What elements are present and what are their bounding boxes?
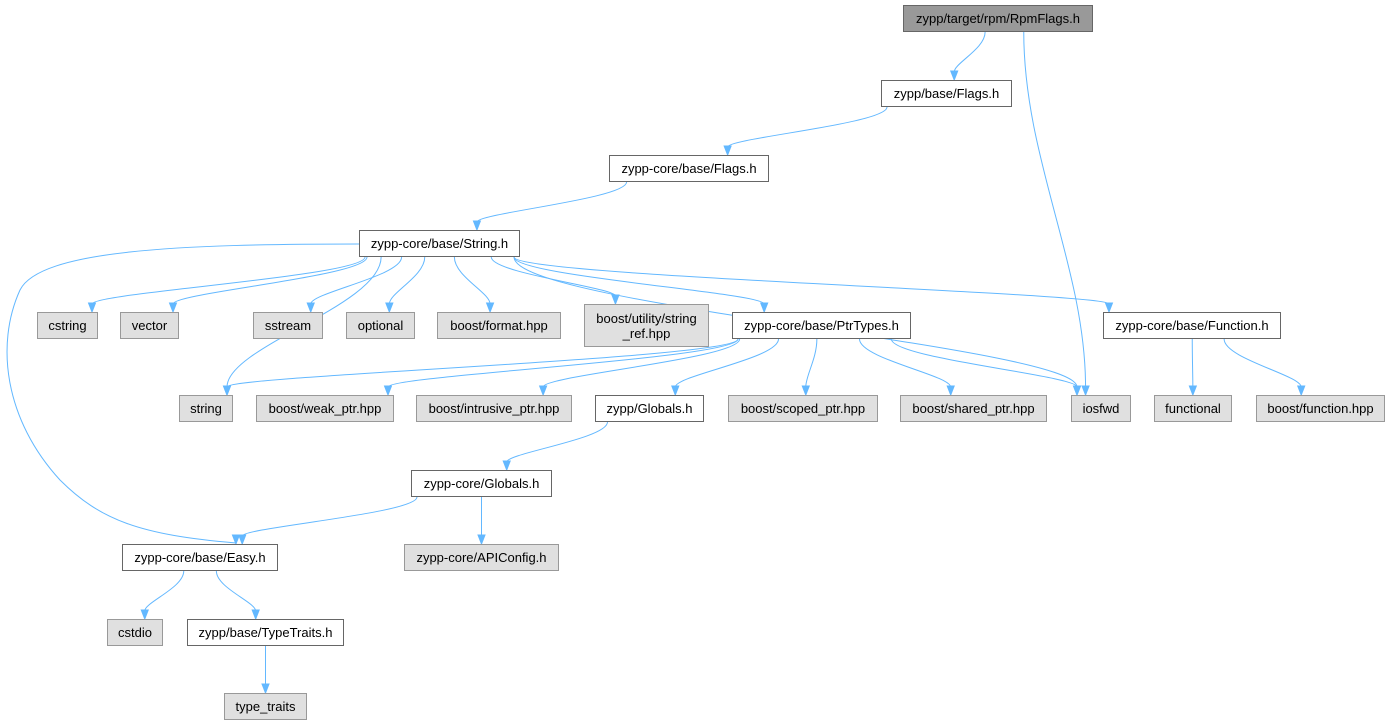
node-function-h[interactable]: zypp-core/base/Function.h: [1103, 312, 1281, 339]
edge-ptrtypes-to-globals: [674, 338, 779, 388]
edge-flags-to-coreflags: [727, 106, 888, 148]
node-globals-h[interactable]: zypp/Globals.h: [595, 395, 704, 422]
arrowhead-function_h-to-bfunction: [1296, 385, 1306, 397]
arrowhead-easy-to-typetraits_h: [251, 609, 260, 621]
node-boost-function-hpp: boost/function.hpp: [1256, 395, 1385, 422]
node-cstdio: cstdio: [107, 619, 163, 646]
node-optional: optional: [346, 312, 415, 339]
node-ptrtypes-h[interactable]: zypp-core/base/PtrTypes.h: [732, 312, 911, 339]
node-typetraits-h[interactable]: zypp/base/TypeTraits.h: [187, 619, 344, 646]
edge-rpmflags-to-iosfwd: [1023, 31, 1087, 388]
node-easy-h[interactable]: zypp-core/base/Easy.h: [122, 544, 278, 571]
arrowhead-ptrtypes-to-globals: [671, 385, 680, 397]
arrowhead-string_h-to-vector: [168, 302, 178, 314]
node-string-h[interactable]: zypp-core/base/String.h: [359, 230, 520, 257]
edge-ptrtypes-to-bintrusive: [542, 338, 741, 388]
arrowhead-ptrtypes-to-bintrusive: [538, 385, 548, 397]
arrowhead-coreglobals-to-easy: [237, 534, 247, 546]
node-sstream: sstream: [253, 312, 323, 339]
arrowhead-rpmflags-to-iosfwd: [1081, 385, 1090, 397]
node-core-flags-h[interactable]: zypp-core/base/Flags.h: [609, 155, 769, 182]
arrowhead-rpmflags-to-flags: [949, 70, 959, 82]
edge-string_h-to-vector: [172, 256, 368, 305]
node-boost-string-ref-hpp: boost/utility/string _ref.hpp: [584, 304, 709, 347]
arrowhead-string_h-to-optional: [385, 302, 394, 314]
edge-string_h-to-easy: [6, 243, 360, 544]
edge-easy-to-typetraits_h: [215, 570, 257, 612]
arrowhead-globals-to-coreglobals: [502, 460, 511, 472]
arrowhead-coreglobals-to-apiconfig: [477, 534, 486, 546]
arrowhead-string_h-to-bstringref: [611, 294, 620, 306]
arrowhead-ptrtypes-to-string: [222, 385, 232, 397]
arrowhead-string_h-to-bformat: [485, 302, 495, 314]
node-boost-intrusive-ptr-hpp: boost/intrusive_ptr.hpp: [416, 395, 572, 422]
edge-ptrtypes-to-iosfwd: [890, 338, 1078, 388]
node-cstring: cstring: [37, 312, 98, 339]
edge-coreflags-to-string_h: [476, 181, 628, 223]
node-vector: vector: [120, 312, 179, 339]
edge-rpmflags-to-flags: [953, 31, 986, 73]
edge-coreglobals-to-easy: [241, 496, 418, 537]
arrowhead-string_h-to-cstring: [87, 302, 97, 314]
node-apiconfig-h: zypp-core/APIConfig.h: [404, 544, 559, 571]
arrowhead-string_h-to-easy: [231, 534, 241, 546]
edge-function_h-to-bfunction: [1223, 338, 1302, 388]
node-boost-format-hpp: boost/format.hpp: [437, 312, 561, 339]
edge-ptrtypes-to-string: [226, 338, 739, 388]
arrowhead-ptrtypes-to-bshared: [946, 385, 955, 397]
node-rpmflags-h: zypp/target/rpm/RpmFlags.h: [903, 5, 1093, 32]
edge-ptrtypes-to-bweak: [387, 338, 739, 388]
edge-string_h-to-ptrtypes: [513, 256, 765, 305]
edge-string_h-to-function_h: [513, 256, 1110, 305]
arrowhead-flags-to-coreflags: [723, 145, 732, 157]
edge-function_h-to-functional: [1191, 338, 1194, 388]
node-core-globals-h[interactable]: zypp-core/Globals.h: [411, 470, 552, 497]
arrowhead-string_h-to-sstream: [306, 302, 315, 314]
node-boost-shared-ptr-hpp: boost/shared_ptr.hpp: [900, 395, 1047, 422]
edge-ptrtypes-to-bshared: [859, 338, 952, 388]
node-iosfwd: iosfwd: [1071, 395, 1131, 422]
arrowhead-ptrtypes-to-bscoped: [801, 385, 811, 397]
edge-easy-to-cstdio: [144, 570, 185, 612]
edge-string_h-to-bstringref: [490, 256, 616, 297]
edge-string_h-to-sstream: [310, 256, 403, 305]
edge-ptrtypes-to-bscoped: [805, 338, 818, 388]
node-type-traits: type_traits: [224, 693, 307, 720]
arrowhead-ptrtypes-to-iosfwd: [1072, 385, 1082, 397]
arrowhead-string_h-to-ptrtypes: [759, 302, 769, 314]
arrowhead-easy-to-cstdio: [140, 609, 149, 621]
edge-globals-to-coreglobals: [506, 421, 608, 463]
edge-string_h-to-optional: [388, 256, 426, 305]
node-boost-weak-ptr-hpp: boost/weak_ptr.hpp: [256, 395, 394, 422]
node-string: string: [179, 395, 233, 422]
arrowhead-function_h-to-functional: [1188, 385, 1198, 397]
node-flags-h[interactable]: zypp/base/Flags.h: [881, 80, 1012, 107]
arrowhead-coreflags-to-string_h: [472, 220, 482, 232]
edge-string_h-to-cstring: [91, 256, 366, 305]
arrowhead-string_h-to-function_h: [1104, 302, 1114, 314]
arrowhead-typetraits_h-to-type_traits: [261, 683, 270, 695]
arrowhead-ptrtypes-to-bweak: [383, 385, 393, 397]
node-functional: functional: [1154, 395, 1232, 422]
edge-string_h-to-bformat: [453, 256, 491, 305]
node-boost-scoped-ptr-hpp: boost/scoped_ptr.hpp: [728, 395, 878, 422]
